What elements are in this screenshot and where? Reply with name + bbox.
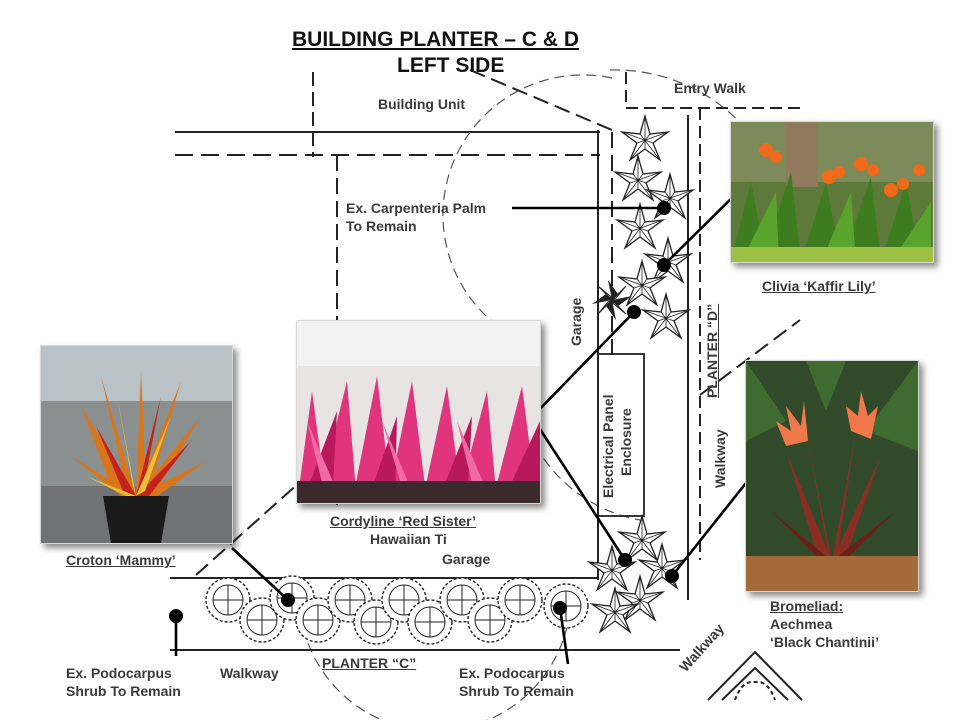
garage-swing-arcs <box>298 69 791 720</box>
cordyline-label-1: Cordyline ‘Red Sister’ <box>330 513 477 529</box>
bromeliad-label-2: Aechmea <box>770 616 833 632</box>
podocarpus-right-label-1: Ex. Podocarpus <box>459 665 565 681</box>
entry-walk-label: Entry Walk <box>674 80 746 96</box>
planter-c-shrubs <box>205 575 589 645</box>
bromeliad-photo <box>745 360 919 592</box>
podocarpus-right-label-2: Shrub To Remain <box>459 683 574 699</box>
leader-dots <box>169 201 679 623</box>
walkway-vertical-label: Walkway <box>712 429 728 488</box>
planter-d-outline <box>597 115 689 600</box>
cordyline-label-2: Hawaiian Ti <box>370 531 447 547</box>
walkway-arch-symbol <box>707 650 803 701</box>
croton-photo <box>40 345 233 544</box>
podocarpus-left-label-1: Ex. Podocarpus <box>66 665 172 681</box>
building-unit-label: Building Unit <box>378 96 466 112</box>
carpenteria-label-1: Ex. Carpenteria Palm <box>346 200 487 216</box>
planter-c-outline <box>170 577 680 651</box>
croton-label: Croton ‘Mammy’ <box>66 552 176 568</box>
planter-d-shrubs <box>588 115 694 633</box>
title-line-2: LEFT SIDE <box>397 54 505 77</box>
title-line-1: BUILDING PLANTER – C & D <box>292 28 580 51</box>
clivia-label: Clivia ‘Kaffir Lily’ <box>762 278 876 294</box>
bromeliad-label-3: ‘Black Chantinii’ <box>770 634 879 650</box>
clivia-photo <box>730 121 934 263</box>
electrical-panel-label-1: Electrical Panel <box>600 394 616 498</box>
podocarpus-left-label-2: Shrub To Remain <box>66 683 181 699</box>
cordyline-photo <box>296 320 541 504</box>
entry-walk-lines <box>625 72 800 560</box>
carpenteria-label-2: To Remain <box>346 218 417 234</box>
planter-d-label: PLANTER “D” <box>704 303 720 398</box>
garage-vertical-label: Garage <box>568 297 584 346</box>
walkway-bottom-label: Walkway <box>220 665 279 681</box>
bromeliad-label-1: Bromeliad: <box>770 598 844 614</box>
electrical-panel-label-2: Enclosure <box>618 408 634 476</box>
garage-bottom-label: Garage <box>442 551 491 567</box>
planter-c-label: PLANTER “C” <box>322 655 417 671</box>
